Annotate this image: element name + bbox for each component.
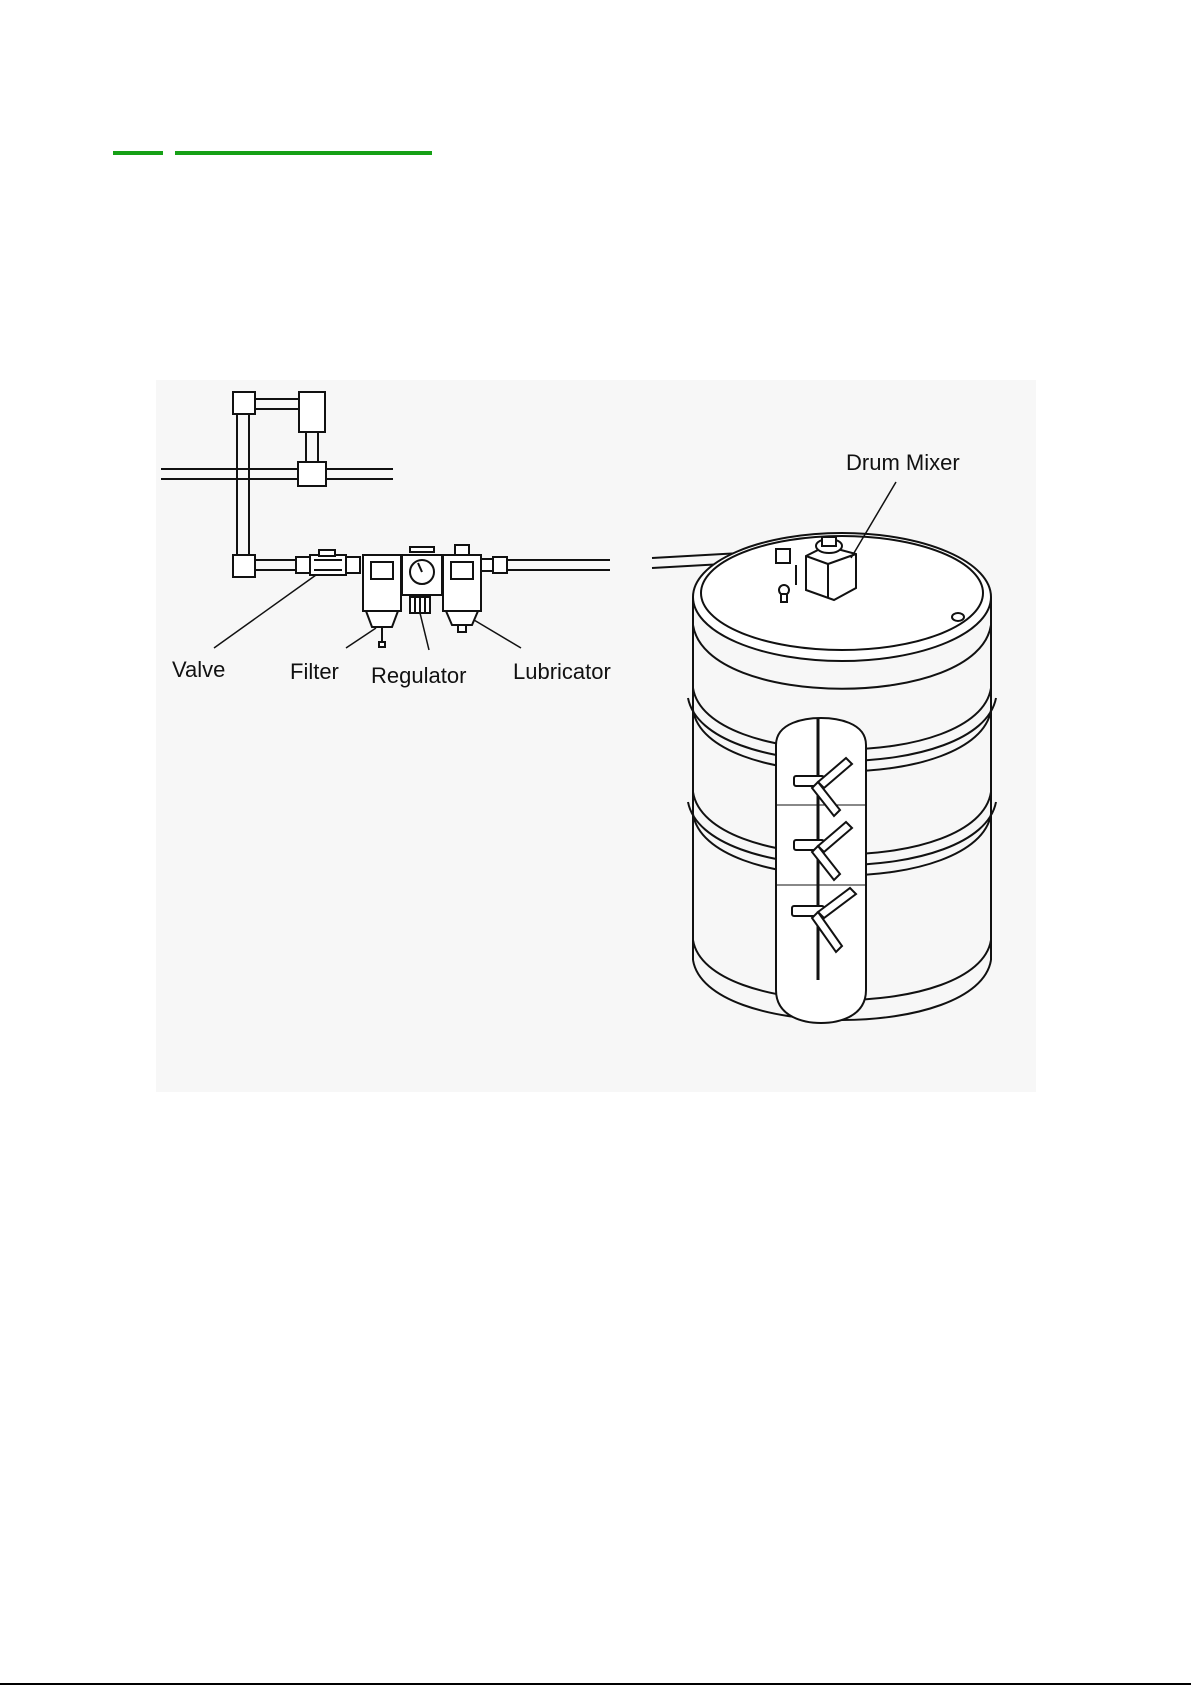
filter-bowl — [366, 611, 398, 627]
heading-rule-short — [113, 151, 163, 155]
heading-rule-long — [175, 151, 432, 155]
drum-mixer-label: Drum Mixer — [846, 450, 960, 475]
figure-background — [156, 380, 1036, 1092]
lubricator-bowl — [446, 611, 478, 625]
lubricator-label: Lubricator — [513, 659, 611, 684]
valve-label: Valve — [172, 657, 225, 682]
filter-label: Filter — [290, 659, 339, 684]
drum-mixer-setup-diagram: Valve Filter Regulator Lubricator Drum M… — [156, 380, 1036, 1092]
regulator-label: Regulator — [371, 663, 466, 688]
lubricator-cap-icon — [455, 545, 469, 555]
